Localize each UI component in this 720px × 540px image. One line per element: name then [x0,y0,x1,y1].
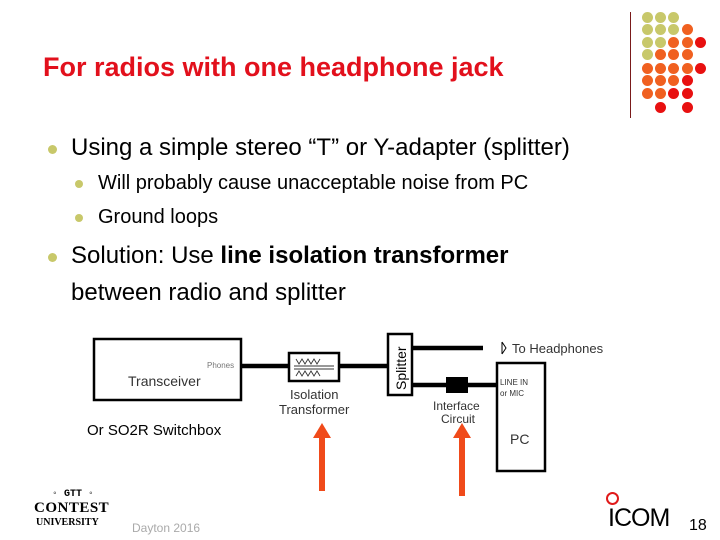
decorative-dot [695,63,706,74]
decorative-dot [655,88,666,99]
pc-box [495,361,547,473]
phones-label: Phones [207,361,234,370]
transceiver-box [92,337,243,402]
slide-title: For radios with one headphone jack [43,52,504,82]
decorative-dot [655,49,666,60]
transformer-coil-icon [294,358,334,377]
bullet-2-line2: between radio and splitter [71,279,346,306]
decorative-dot [655,37,666,48]
decorative-dot [682,37,693,48]
decorative-dot [668,63,679,74]
bullet-icon [75,180,83,188]
decorative-dot [682,88,693,99]
arrow-to-interface [453,423,471,496]
logo-gtt: ◦ GTT ◦ [52,489,95,500]
decorative-dot [682,49,693,60]
decorative-dot [682,24,693,35]
interface-circuit-block [446,377,468,393]
isolation-transformer-box [287,351,341,383]
pc-label: PC [510,431,529,447]
decorative-divider-line [630,12,631,118]
pc-input-label-2: or MIC [500,389,524,398]
decorative-dot [642,49,653,60]
decorative-dot [668,88,679,99]
interface-label-1: Interface [433,399,480,413]
decorative-dot [642,12,653,23]
bullet-1-text: Using a simple stereo “T” or Y-adapter (… [71,134,570,161]
decorative-dot [642,75,653,86]
icom-logo-text: ICOM [608,504,670,532]
event-label: Dayton 2016 [132,521,201,535]
alternative-label: Or SO2R Switchbox [87,422,222,439]
bullet-icon [48,253,57,262]
decorative-dot [668,12,679,23]
decorative-dot [655,24,666,35]
pc-input-label-1: LINE IN [500,378,528,387]
decorative-dot [682,75,693,86]
transformer-label-2: Transformer [279,402,350,417]
interface-label-2: Circuit [441,412,476,426]
splitter-box [386,332,414,397]
splitter-label: Splitter [393,346,409,390]
decorative-dot [655,75,666,86]
decorative-dot [642,24,653,35]
decorative-dot [668,75,679,86]
icom-logo-ring [606,492,619,505]
headphone-jack-icon [501,341,507,355]
solution-emphasis: line isolation transformer [220,242,509,269]
page-number: 18 [689,517,707,534]
sub-bullet-1-text: Will probably cause unacceptable noise f… [98,172,529,194]
bullet-icon [75,214,83,222]
decorative-dot [668,24,679,35]
decorative-dot [682,102,693,113]
headphones-label: To Headphones [512,341,604,356]
logo-contest: CONTEST [34,500,110,516]
bullet-2-text: Solution: Use line isolation transformer [71,242,508,270]
transceiver-label: Transceiver [128,373,201,389]
decorative-dot [655,63,666,74]
decorative-dot [642,37,653,48]
decorative-dot [682,63,693,74]
transformer-label-1: Isolation [290,387,338,402]
decorative-dot [695,37,706,48]
arrow-to-transformer [313,423,331,491]
logo-university: UNIVERSITY [36,517,99,528]
decorative-dot [655,12,666,23]
decorative-dot [655,102,666,113]
decorative-dot [642,63,653,74]
decorative-dot [668,49,679,60]
decorative-dot [642,88,653,99]
solution-prefix: Solution: Use [71,242,221,269]
bullet-icon [48,145,57,154]
sub-bullet-2-text: Ground loops [98,206,219,228]
decorative-dot [668,37,679,48]
